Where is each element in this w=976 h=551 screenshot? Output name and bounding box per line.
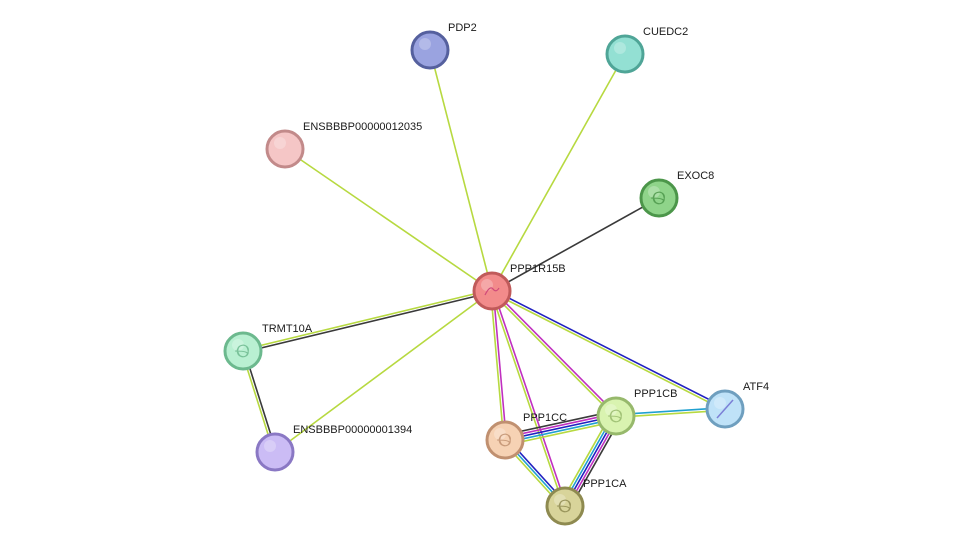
node-exoc8[interactable]: EXOC8 (639, 170, 714, 218)
edge-evidence-line (274, 290, 493, 453)
node-trmt10a[interactable]: TRMT10A (223, 323, 313, 371)
node-label: PPP1CC (523, 412, 567, 424)
node-highlight (605, 404, 617, 416)
helix-icon (716, 399, 734, 419)
edge-evidence-line (491, 197, 660, 292)
node-label: PPP1CA (583, 478, 627, 490)
edge-evidence-line (505, 420, 618, 446)
structure-icon (234, 344, 249, 358)
node-label: ENSBBBP00000012035 (303, 121, 422, 133)
edge-evidence-line (242, 288, 492, 351)
edge-ppp1r15b-trmt10a[interactable] (242, 288, 493, 354)
edge-evidence-line (490, 291, 616, 418)
edge-evidence-line (243, 291, 493, 354)
node-ppp1cb[interactable]: PPP1CB (596, 388, 677, 436)
node-label: CUEDC2 (643, 26, 688, 38)
edge-ppp1r15b-atf4[interactable] (491, 289, 726, 411)
node-cuedc2[interactable]: CUEDC2 (605, 26, 688, 74)
edge-evidence-line (491, 291, 725, 411)
node-ppp1cc[interactable]: PPP1CC (485, 412, 567, 460)
node-label: ENSBBBP00000001394 (293, 424, 412, 436)
node-ensbbbp00000012035[interactable]: ENSBBBP00000012035 (265, 121, 422, 169)
edge-evidence-line (492, 289, 726, 409)
structure-icon (496, 433, 511, 447)
node-pdp2[interactable]: PDP2 (410, 22, 477, 70)
node-highlight (274, 137, 286, 149)
node-circle[interactable] (472, 271, 512, 311)
edge-ppp1r15b-exoc8[interactable] (491, 197, 660, 292)
edge-ppp1r15b-ppp1cb[interactable] (490, 289, 618, 418)
edge-ppp1r15b-cuedc2[interactable] (491, 53, 626, 292)
edge-evidence-line (489, 291, 505, 441)
structure-icon (607, 409, 622, 423)
node-label: PPP1CB (634, 388, 677, 400)
node-highlight (614, 42, 626, 54)
edge-evidence-line (492, 290, 508, 440)
node-label: PDP2 (448, 22, 477, 34)
edge-evidence-line (492, 290, 567, 506)
node-highlight (494, 428, 506, 440)
node-circle[interactable] (410, 30, 450, 70)
node-label: EXOC8 (677, 170, 714, 182)
node-circle[interactable] (605, 34, 645, 74)
edge-ppp1r15b-ensbbbp00000012035[interactable] (284, 148, 493, 292)
structure-icon (650, 191, 665, 205)
node-highlight (264, 440, 276, 452)
edge-evidence-line (503, 410, 616, 436)
node-highlight (714, 397, 726, 409)
structure-icon (556, 499, 571, 513)
edge-ppp1r15b-ppp1cc[interactable] (489, 290, 508, 441)
node-highlight (481, 279, 493, 291)
node-highlight (419, 38, 431, 50)
node-highlight (554, 494, 566, 506)
node-highlight (648, 186, 660, 198)
edge-evidence-line (284, 148, 493, 292)
node-circle[interactable] (255, 432, 295, 472)
node-label: TRMT10A (262, 323, 313, 335)
edge-evidence-line (490, 291, 565, 507)
node-circle[interactable] (265, 129, 305, 169)
node-ensbbbp00000001394[interactable]: ENSBBBP00000001394 (255, 424, 412, 472)
edge-ppp1r15b-ppp1ca[interactable] (490, 290, 567, 507)
node-label: PPP1R15B (510, 263, 566, 275)
node-highlight (232, 339, 244, 351)
node-ppp1r15b[interactable]: PPP1R15B (472, 263, 566, 311)
fold-icon (484, 287, 500, 296)
edge-evidence-line (429, 49, 493, 292)
node-atf4[interactable]: ATF4 (705, 381, 769, 429)
edge-ppp1r15b-ensbbbp00000001394[interactable] (274, 290, 493, 453)
edge-ppp1r15b-pdp2[interactable] (429, 49, 493, 292)
node-ppp1ca[interactable]: PPP1CA (545, 478, 627, 526)
edge-evidence-line (492, 289, 618, 416)
edge-evidence-line (491, 53, 626, 292)
node-label: ATF4 (743, 381, 769, 393)
node-layer: PPP1R15B PDP2 CUEDC2ENSBBBP00000012035EXOC… (223, 22, 769, 526)
